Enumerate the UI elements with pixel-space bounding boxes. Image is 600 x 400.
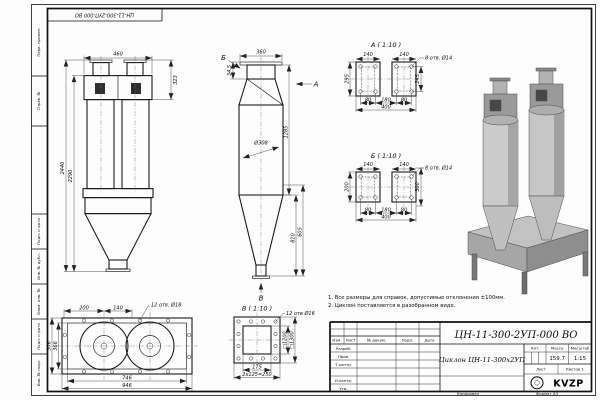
dim-label: 1285 (284, 126, 290, 139)
dim-label: 506 (47, 341, 53, 351)
tb-scale-value: 1:15 (574, 356, 587, 362)
dim-label: 200 (79, 305, 89, 311)
copy-label: Копировал (457, 391, 480, 396)
dim-label: 34.5 (227, 65, 233, 76)
title-block: ЦН-11-300-2УП-000 ВО Изм. Лист № докум. … (329, 321, 592, 392)
tb-sheets-label: Листов 1 (566, 367, 585, 372)
frame-column-label: Инв. № подл. (36, 360, 41, 387)
holes-note: 12 отв. Ø18 (151, 302, 181, 309)
dim-label: 300 (415, 182, 421, 192)
frame-column-label: Подп. и дата (36, 323, 41, 350)
tb-row-utv: Утв. (339, 386, 347, 391)
dim-label: 245 (415, 74, 421, 84)
view-arrow-label-a: А (313, 81, 319, 89)
dim-label: 80 (365, 97, 371, 103)
frame-column-label: Инв. № дубл. (36, 253, 41, 280)
tb-row-prov: Пров. (338, 354, 349, 359)
dim-label: 180 (381, 207, 391, 213)
holes-note: 12 отв Ø16 (286, 310, 315, 317)
view-arrow-label-b: Б (221, 54, 226, 62)
dim-label: □1300 (290, 331, 296, 348)
side-view: Ø308 360 34.5 1285 810 605 Б А В (221, 49, 319, 302)
dim-label: 2290 (68, 170, 74, 183)
dim-label: 180 (381, 97, 391, 103)
dim-label: 400 (381, 104, 391, 110)
tb-row-nkontr: Н.контр. (335, 378, 352, 383)
dim-label: 140 (113, 305, 123, 311)
tb-lit-label: Лит. (531, 345, 540, 350)
tb-sheet-label: Лист (536, 367, 547, 372)
company-logo-text: KVZP (553, 378, 584, 389)
frame-column-label: Подп. и дата (36, 218, 41, 245)
dim-label: 140 (399, 162, 409, 168)
view-title: А ( 1:10 ) (370, 41, 401, 49)
dim-label: 140 (363, 162, 373, 168)
doc-name: Циклон ЦН-11-300х2УП (439, 356, 527, 364)
top-stamp: ЦН-11-300-2УП-000 ВО (75, 11, 134, 17)
view-arrow-label-v: В (259, 295, 264, 303)
dim-label: 2х125=250 (242, 372, 271, 378)
dim-label: 295 (345, 74, 351, 84)
frame-column-label: Справ. № (36, 92, 41, 111)
dim-label: 460 (113, 51, 123, 57)
isometric-view (467, 67, 589, 295)
note-line-2: 2. Циклон поставляется в разобранном вид… (328, 303, 456, 309)
format-label: Формат А3 (536, 391, 559, 396)
dim-label: □1200 (283, 331, 289, 348)
tb-row-razrab: Разраб. (336, 346, 351, 351)
company-logo-emblem (530, 376, 544, 390)
tb-col-data: Дата (424, 337, 435, 342)
view-title: В ( 1:10 ) (242, 305, 272, 313)
front-view: 460 2440 2290 323 (60, 51, 179, 272)
section-view-v: В ( 1:10 ) 12 отв Ø16 □1200 □1300 175 2х… (229, 305, 315, 380)
dim-label: 140 (363, 52, 373, 58)
iso-flange (535, 67, 557, 72)
sheet-border (31, 4, 596, 396)
tb-scale-label: Масштаб (571, 345, 590, 350)
detail-view-a: А ( 1:10 ) 140 140 8 отв. Ø14 295 245 80… (345, 41, 452, 113)
dim-label: 810 (291, 233, 297, 243)
plan-view: 200 140 12 отв. Ø18 506 366 746 946 (47, 302, 198, 391)
drawing-frame (46, 7, 593, 393)
dim-label: 323 (173, 75, 179, 85)
frame-column-label: Взам. инв. № (36, 288, 41, 314)
frame-column-label: Перв. примен. (36, 27, 41, 56)
doc-designation: ЦН-11-300-2УП-000 ВО (455, 330, 578, 341)
tb-col-doc: № докум. (367, 337, 386, 342)
notes: 1. Все размеры для справок, допустимые о… (328, 295, 505, 309)
dim-label: 400 (381, 214, 391, 220)
dim-label: Ø308 (253, 140, 267, 147)
sheet-frame: Перв. примен. Справ. № Подп. и дата Инв.… (31, 4, 596, 396)
dim-label: 80 (401, 207, 407, 213)
dim-label: 175 (252, 364, 262, 370)
dim-label: 605 (298, 227, 304, 237)
tb-mass-value: 159.7 (549, 356, 565, 362)
tb-col-podp: Подп. (402, 337, 414, 342)
dim-label: 360 (256, 49, 266, 55)
tb-mass-label: Масса (551, 345, 564, 350)
holes-note: 8 отв. Ø14 (425, 165, 452, 172)
tb-col-izm: Изм. (332, 337, 341, 342)
dim-label: 80 (365, 207, 371, 213)
view-title: Б ( 1:10 ) (371, 152, 401, 160)
tb-col-list: Лист (346, 337, 357, 342)
dim-label: 946 (122, 383, 132, 389)
holes-note: 8 отв. Ø14 (425, 55, 452, 62)
dim-label: 366 (53, 341, 59, 351)
note-line-1: 1. Все размеры для справок, допустимые о… (328, 295, 505, 301)
dim-label: 746 (122, 375, 132, 381)
dim-label: 140 (399, 52, 409, 58)
dim-label: 200 (345, 182, 351, 192)
inlet-opening (131, 83, 141, 94)
inlet-opening (95, 83, 105, 94)
dim-label: 80 (401, 97, 407, 103)
tb-row-tkontr: Т.контр. (334, 362, 352, 367)
dim-label: 2440 (60, 162, 66, 175)
detail-view-b: Б ( 1:10 ) 140 140 8 отв. Ø14 200 300 80… (345, 152, 452, 223)
